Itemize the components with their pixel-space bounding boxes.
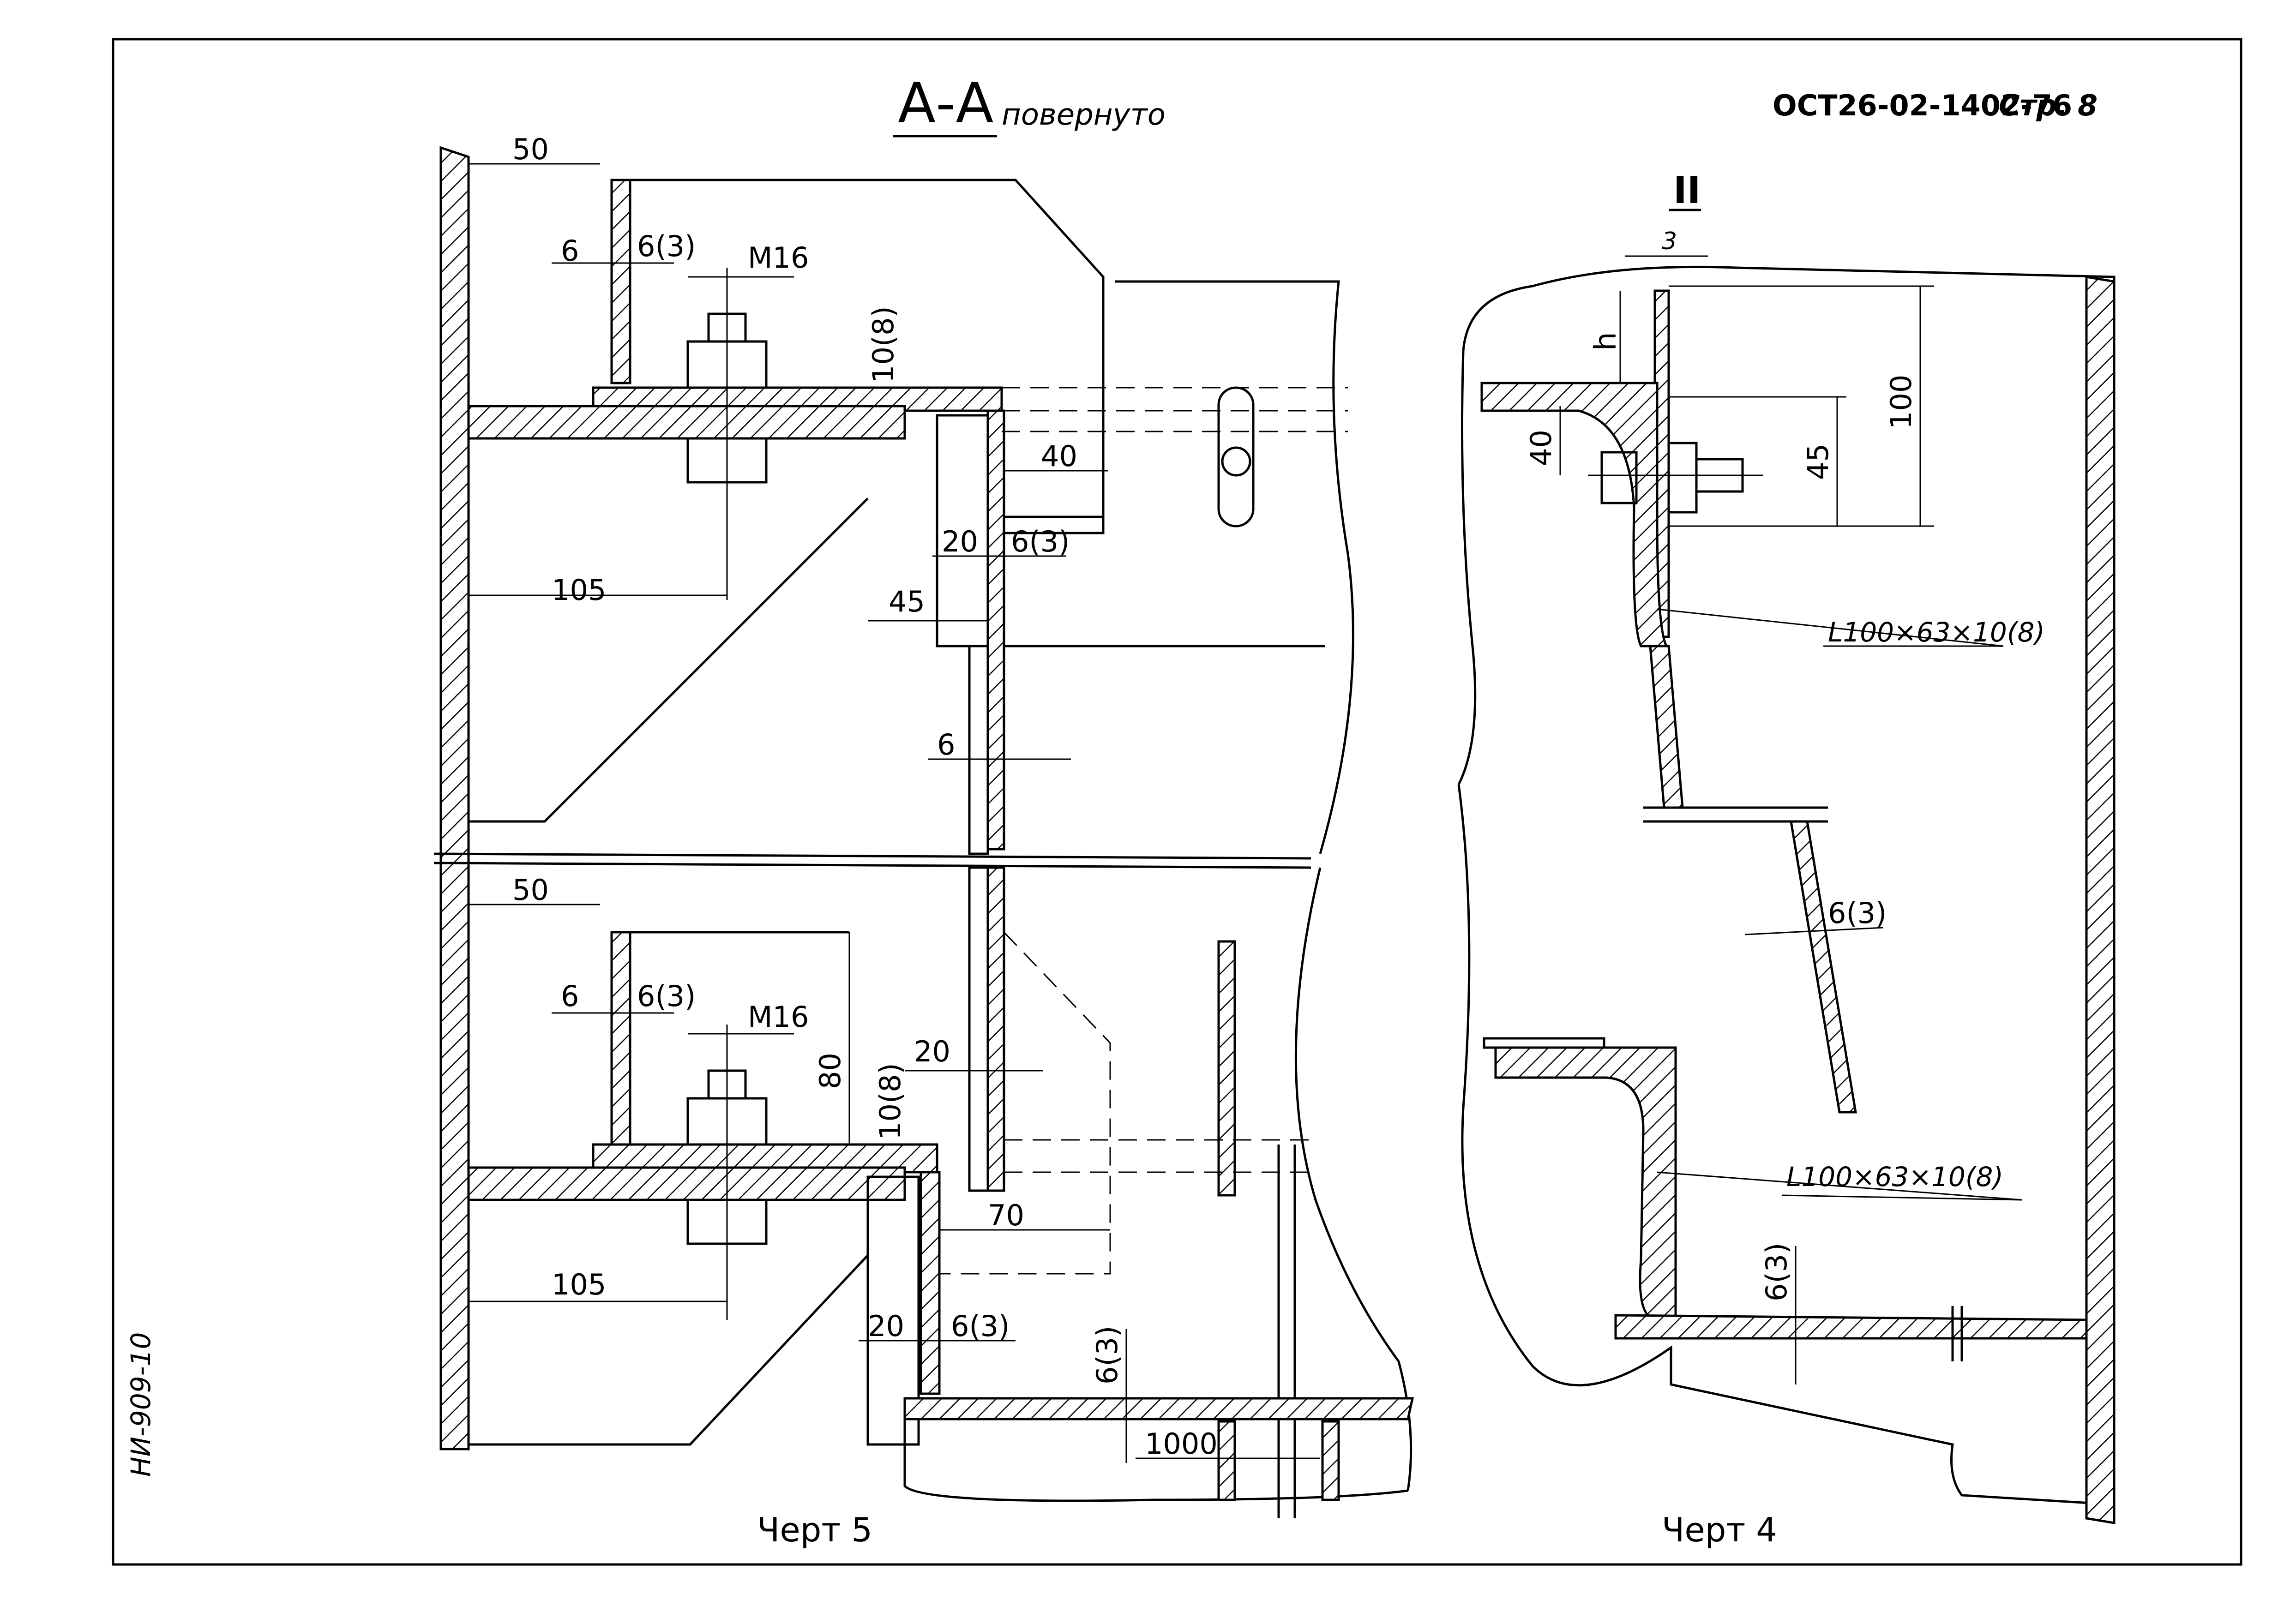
dim-lower-20b: 20 [868,1309,904,1343]
upper-strip [968,645,989,855]
upper-right-plate [1115,280,1354,854]
upper-sloped-plate [1649,645,1684,809]
lower-stiffener [866,1175,920,1446]
dim-upper-6: 6 [561,234,579,268]
dim-right-45: 45 [1801,443,1835,480]
dim-lower-10-8: 10(8) [873,1063,907,1140]
dim-right-40: 40 [1524,430,1558,466]
middle-sloped-plate [1790,820,1857,1114]
side-code: НИ-909-10 [125,1332,156,1477]
upper-vertical-plate [610,179,631,384]
upper-slot-hole [1221,446,1251,477]
break-line-left-2 [433,862,1311,869]
dim-lower-6: 6 [561,979,579,1013]
dim-upper-10-8: 10(8) [866,306,900,383]
lower-angle-flange [1483,1037,1605,1049]
drawing-cherts-5: 50 6 6(3) М16 10(8) 40 20 6(3) 105 45 6 [433,132,1414,1549]
label-angle-lower: L100×63×10(8) [1786,1161,2003,1193]
dim-upper-40: 40 [1041,439,1077,473]
leader-angle-upper [1657,608,2004,647]
lower-web-plate [986,866,1005,1192]
dim-lower-6-3b: 6(3) [951,1309,1010,1343]
lower-horizontal-plate [1614,1314,2088,1340]
upper-stiffener [936,414,989,647]
caption-cherts-4: Черт 4 [1662,1510,1777,1549]
dim-lower-6-3: 6(3) [637,979,696,1013]
dim-lower-80: 80 [813,1053,847,1089]
dim-upper-20: 20 [942,525,978,558]
dim-right-6-3-line [1744,927,1884,935]
lower-strip [968,866,989,1192]
dim-lower-70: 70 [988,1199,1024,1232]
section-suffix: повернуто [1002,98,1166,132]
lower-vertical-web [920,1171,941,1395]
lower-bottom-body [903,1419,1408,1502]
lower-right-web [1217,940,1236,1197]
lower-small-web-1 [1217,1420,1236,1501]
right-outer-wall [2085,276,2116,1524]
page-label: Стр. 8 [1999,89,2098,122]
dim-upper-6-3b: 6(3) [1011,525,1070,558]
dim-lower-20: 20 [914,1035,950,1068]
break-line-left [433,852,1311,860]
vessel-wall-left [439,146,470,1450]
dim-upper-6-3: 6(3) [637,229,696,263]
dim-upper-6b: 6 [937,728,955,761]
body-outline-left [1457,350,1477,785]
body-outline [1457,265,2116,1506]
leader-angle-lower [1657,1171,2022,1201]
standard-reference: ОСТ26-02-1402-76 [1773,89,2072,122]
dim-upper-50: 50 [512,132,549,166]
dim-right-100: 100 [1884,375,1918,429]
dim-lower-1000: 1000 [1145,1427,1218,1461]
dim-right-3: 3 [1662,228,1677,255]
upper-small-block [1003,515,1105,534]
label-angle-upper: L100×63×10(8) [1828,617,2045,648]
dim-lower-50: 50 [512,873,549,907]
upper-base-plate [467,405,906,440]
upper-web-plate [986,409,1005,851]
caption-cherts-5: Черт 5 [757,1510,872,1549]
lower-bottom-plate [903,1397,1414,1420]
dim-lower-105: 105 [552,1268,606,1301]
lower-angle-profile [1494,1046,1677,1321]
upper-angle-nut [1600,451,1638,504]
section-title: А-А [898,72,993,136]
drawing-cherts-4: II 3 h 100 40 45 [1457,169,2116,1549]
dim-upper-m16: М16 [748,241,809,275]
label-angle-lower-underline [1781,1194,2022,1201]
dim-right-6-3: 6(3) [1828,896,1887,930]
dim-right-6-3b: 6(3) [1760,1243,1793,1301]
upper-slot [1217,386,1255,527]
lower-dashed-outline [939,931,1111,1275]
upper-gusset [469,497,869,823]
dim-right-h: h [1589,332,1623,351]
lower-gusset [469,1254,869,1446]
upper-angle-profile [1480,382,1669,647]
sheet-frame [112,38,2242,1566]
dim-upper-105: 105 [552,573,606,607]
dim-lower-6-3c: 6(3) [1090,1326,1124,1384]
lower-base-plate [467,1166,906,1201]
view-marker: II [1673,169,1701,212]
upper-angle-bolt [1667,442,1698,514]
dim-lower-m16: М16 [748,1000,809,1034]
lower-vertical-plate [610,931,631,1146]
lower-small-web-2 [1321,1420,1340,1501]
dim-upper-45: 45 [889,585,925,618]
